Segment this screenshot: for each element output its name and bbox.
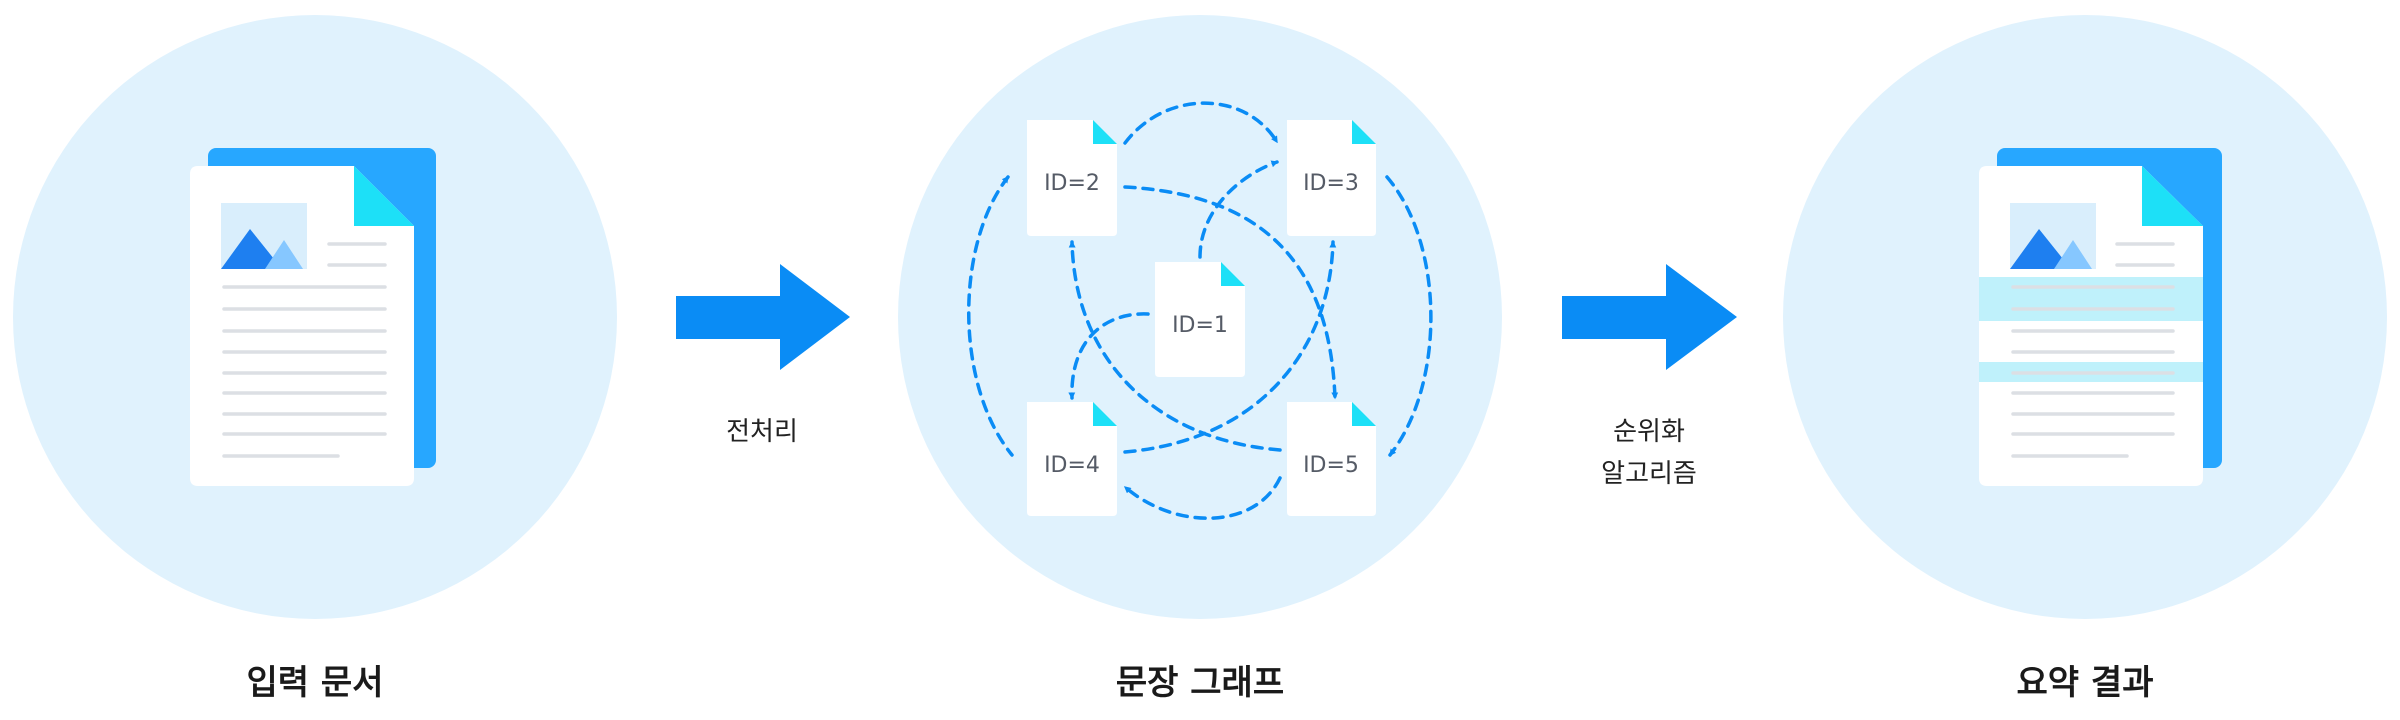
graph-node-4: ID=4	[1027, 402, 1117, 516]
preprocess-arrow-icon	[676, 264, 850, 370]
edge-1-3	[1198, 160, 1279, 259]
edge-2-3	[1123, 101, 1279, 145]
edge-1-4	[1068, 312, 1150, 400]
preprocess-label: 전처리	[726, 417, 798, 447]
edge-5-2	[1068, 240, 1282, 452]
node-label: ID=4	[1044, 453, 1100, 478]
edge-4-3	[1123, 240, 1337, 454]
result-stage-label: 요약 결과	[2017, 663, 2154, 703]
edge-2-4	[967, 175, 1014, 457]
ranking-arrow-icon	[1562, 264, 1737, 370]
graph-node-1: ID=1	[1155, 262, 1245, 377]
edge-5-4	[1123, 476, 1282, 520]
input-document-icon	[190, 148, 436, 486]
graph-node-3: ID=3	[1287, 120, 1376, 236]
node-label: ID=3	[1303, 171, 1359, 196]
edge-3-5	[1385, 175, 1433, 457]
ranking-label-line1: 순위화	[1613, 417, 1685, 447]
node-label: ID=5	[1303, 453, 1359, 478]
summary-document-icon	[1979, 148, 2222, 486]
ranking-label-line2: 알고리즘	[1601, 459, 1697, 489]
graph-stage-label: 문장 그래프	[1116, 663, 1284, 703]
edge-2-5	[1123, 185, 1339, 400]
summary-highlight	[1979, 277, 2203, 321]
node-label: ID=2	[1044, 171, 1100, 196]
input-stage-label: 입력 문서	[247, 663, 384, 703]
graph-node-5: ID=5	[1287, 402, 1376, 516]
graph-node-2: ID=2	[1027, 120, 1117, 236]
node-label: ID=1	[1172, 313, 1228, 338]
